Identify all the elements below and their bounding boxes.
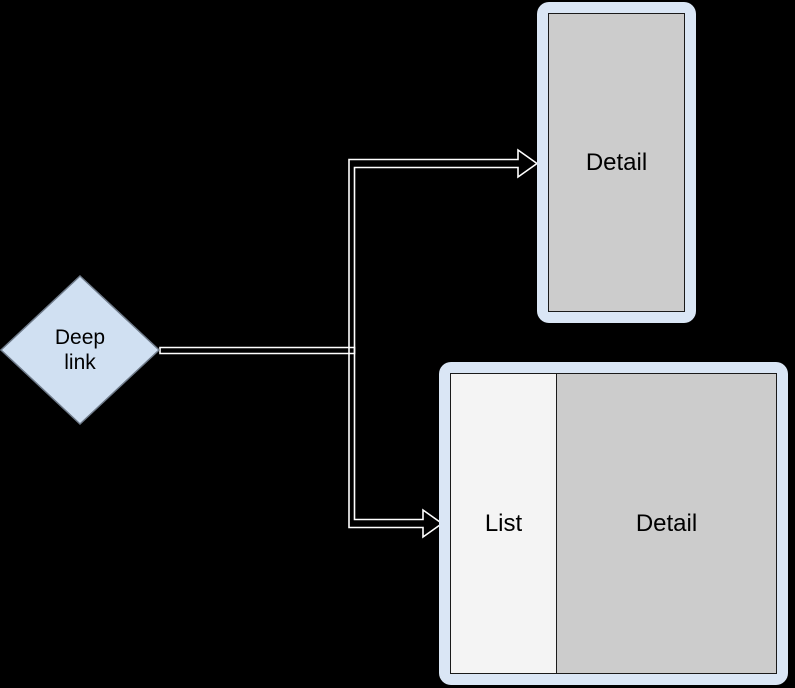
node-deep-link[interactable]: Deep link <box>0 275 160 425</box>
tablet-pane-list[interactable]: List <box>451 374 557 673</box>
tablet-pane-detail[interactable]: Detail <box>557 374 776 673</box>
diamond-shape <box>0 275 160 425</box>
phone-pane-detail[interactable]: Detail <box>549 14 684 311</box>
edge-deep-link-to-tablet-list-detail <box>349 348 442 538</box>
node-tablet-list-detail-frame[interactable]: List Detail <box>439 362 788 685</box>
tablet-pane-list-label: List <box>484 509 523 537</box>
tablet-pane-detail-label: Detail <box>635 509 698 537</box>
phone-screen: Detail <box>548 13 685 312</box>
node-phone-detail-frame[interactable]: Detail <box>537 2 696 323</box>
edge-deep-link-to-phone-detail <box>160 150 537 354</box>
tablet-screen: List Detail <box>450 373 777 674</box>
phone-pane-detail-label: Detail <box>585 148 648 176</box>
